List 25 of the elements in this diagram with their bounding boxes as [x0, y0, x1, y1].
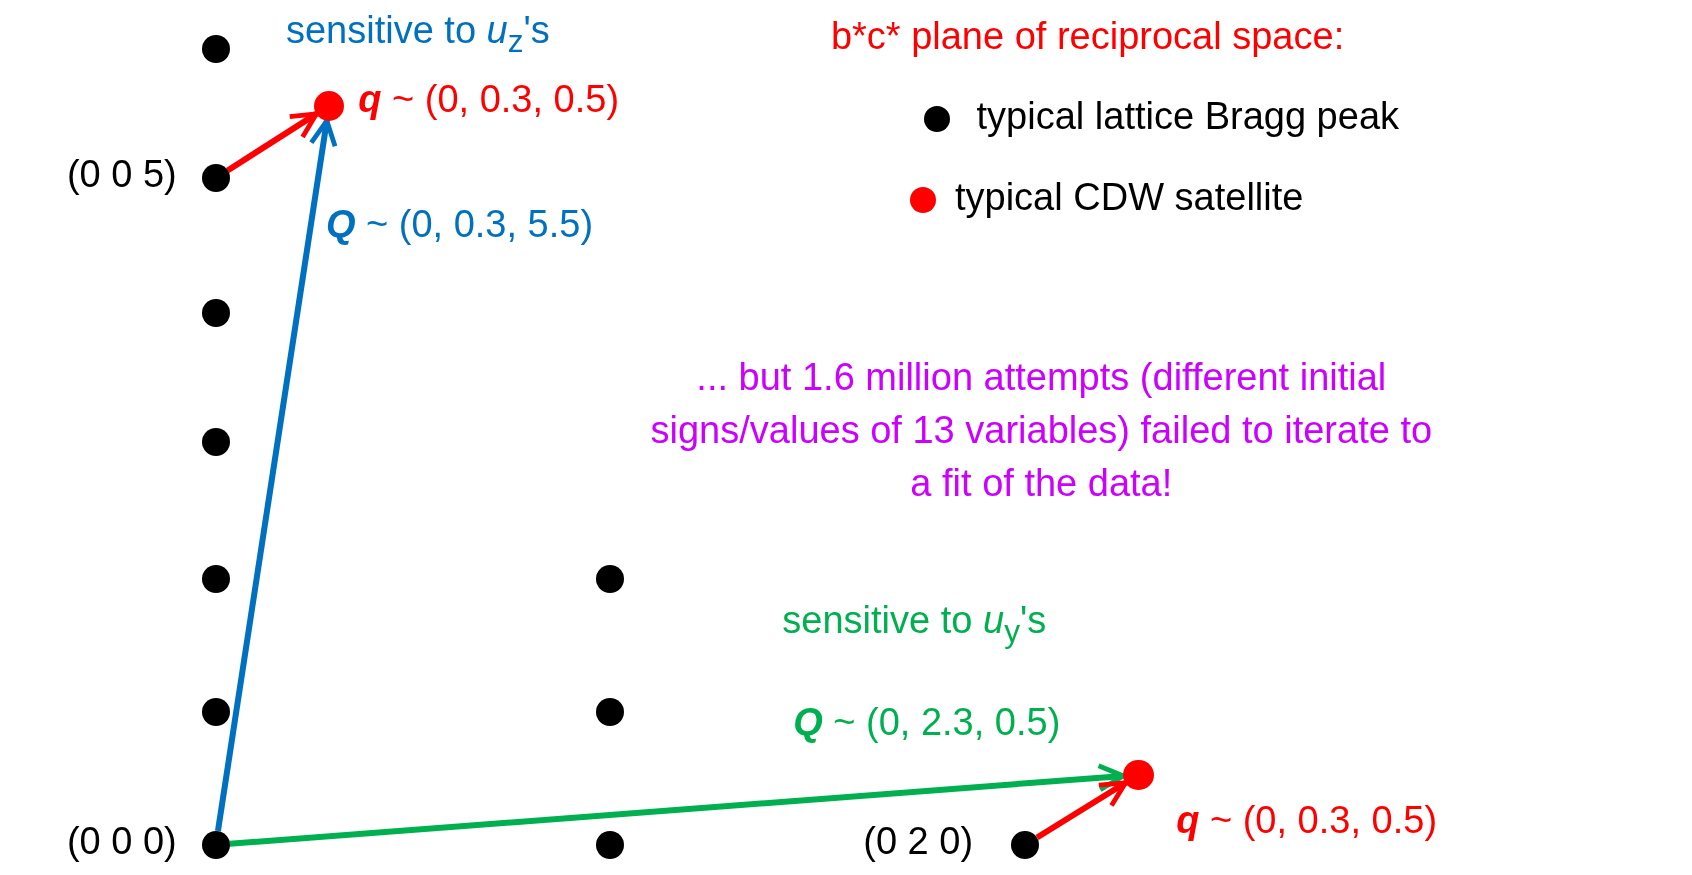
- bragg-peak-dot: [201, 565, 230, 594]
- reflection-index: (0 2 0): [863, 820, 974, 864]
- bragg-peak-dot: [201, 164, 230, 193]
- bragg-peak-dot: [1011, 830, 1040, 859]
- bragg-peak-dot: [201, 830, 230, 859]
- vector-arrow: [214, 118, 338, 832]
- legend-text: typical lattice Bragg peak: [976, 94, 1399, 139]
- plane-heading: b*c* plane of reciprocal space:: [830, 15, 1345, 59]
- bragg-peak-dot: [201, 698, 230, 727]
- bragg-peak-dot: [201, 298, 230, 327]
- satellite-dot: [1123, 759, 1154, 790]
- sensitivity-note: sensitive to u$_{y}$'s: [782, 598, 1047, 649]
- bragg-peak-dot: [201, 34, 230, 63]
- bragg-peak-dot: [595, 565, 624, 594]
- reflection-index: (0 0 5): [66, 153, 177, 197]
- sensitivity-note: sensitive to u$_{z}$'s: [285, 8, 550, 59]
- bragg-peak-dot: [595, 830, 624, 859]
- bragg-peak-dot: [595, 698, 624, 727]
- reflection-index: (0 0 0): [66, 820, 177, 864]
- legend-text: typical CDW satellite: [955, 175, 1304, 220]
- vector-arrow: [1035, 780, 1128, 841]
- satellite-dot: [314, 90, 345, 121]
- bragg-peak-dot: [201, 428, 230, 457]
- vector-arrow: [226, 111, 319, 174]
- result-note: ... but 1.6 million attempts (different initial signs/values of 13 variables) failed to iterate to a fit of the data!: [649, 354, 1434, 507]
